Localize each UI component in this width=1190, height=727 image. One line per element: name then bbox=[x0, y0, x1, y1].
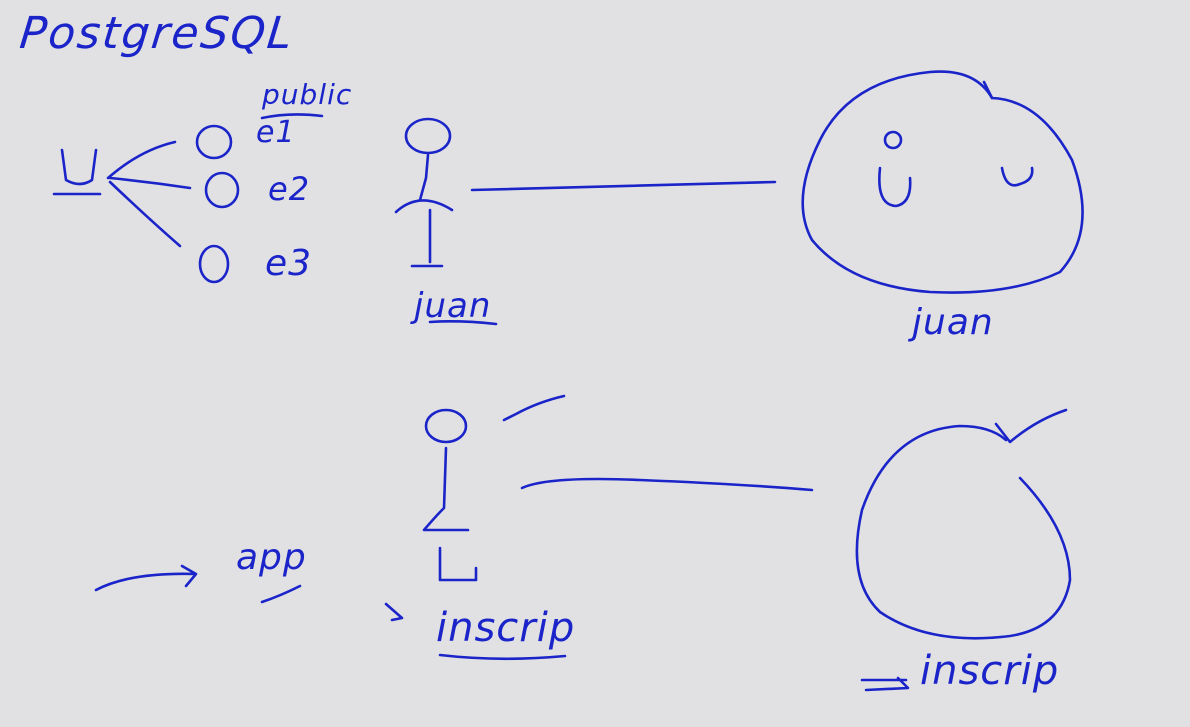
user-label-inscrip: inscrip bbox=[436, 605, 576, 651]
db-object-juan-3 bbox=[1000, 166, 1034, 187]
user-label-juan: juan bbox=[414, 286, 492, 326]
schema-label: public bbox=[262, 78, 353, 111]
arrow-inscrip-db bbox=[860, 676, 910, 692]
juan-user-underline bbox=[428, 320, 498, 326]
app-label: app bbox=[236, 537, 307, 578]
connection-line-inscrip bbox=[520, 477, 814, 492]
database-blob-juan bbox=[801, 70, 1084, 294]
branch-e1 bbox=[106, 140, 177, 180]
app-underline bbox=[260, 584, 302, 604]
entity-circle-e1 bbox=[195, 124, 233, 160]
database-blob-juan-notch bbox=[982, 80, 994, 100]
entity-label-e1: e1 bbox=[256, 115, 296, 150]
user-arms-juan bbox=[394, 199, 454, 214]
inscrip-user-underline bbox=[438, 653, 567, 661]
user-head-juan bbox=[404, 117, 452, 155]
user-head-inscrip bbox=[424, 408, 468, 444]
db-object-juan-1 bbox=[883, 130, 903, 150]
database-label-juan: juan bbox=[912, 302, 994, 343]
u-symbol bbox=[60, 148, 98, 186]
entity-circle-e3 bbox=[198, 244, 230, 284]
checkmark-user-inscrip bbox=[502, 394, 566, 422]
checkmark-db-inscrip bbox=[994, 408, 1068, 444]
arrow-inscrip-user bbox=[384, 602, 404, 622]
database-blob-inscrip bbox=[855, 424, 1072, 640]
user-legs-juan bbox=[410, 208, 444, 268]
schema-underline bbox=[260, 113, 324, 120]
db-object-juan-2 bbox=[878, 166, 912, 208]
entity-label-e3: e3 bbox=[265, 243, 313, 284]
user-legs-inscrip bbox=[438, 546, 478, 582]
database-label-inscrip: inscrip bbox=[920, 648, 1060, 694]
branch-e2 bbox=[108, 176, 192, 190]
connection-line-juan bbox=[470, 180, 777, 192]
branch-e3 bbox=[108, 180, 182, 248]
entity-label-e2: e2 bbox=[268, 170, 311, 208]
arrow-app bbox=[94, 564, 198, 592]
user-body-juan bbox=[418, 153, 430, 202]
entity-circle-e2 bbox=[204, 171, 240, 209]
user-body-inscrip bbox=[422, 446, 470, 532]
